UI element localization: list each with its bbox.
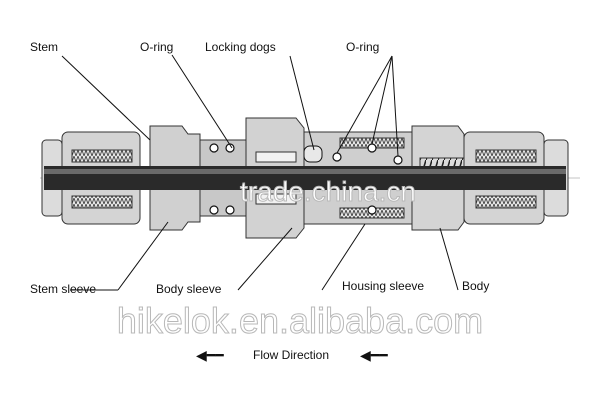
flow-direction: ◀━━ Flow Direction ◀━━	[0, 346, 600, 366]
leader-oring-right-b	[371, 55, 393, 145]
leader-oring-left	[171, 54, 233, 149]
leader-oring-right-c	[391, 55, 399, 157]
flow-passage-highlight	[44, 169, 566, 174]
label-body: Body	[462, 279, 490, 293]
label-o-ring-left: O-ring	[140, 40, 174, 54]
leader-lines	[61, 54, 459, 291]
flow-direction-text: Flow Direction	[253, 348, 330, 362]
leader-housing-sleeve	[321, 223, 366, 291]
label-stem: Stem	[30, 40, 59, 54]
leader-oring-right-a	[336, 55, 393, 154]
label-stem-sleeve: Stem sleeve	[30, 282, 97, 296]
flow-arrow-right-icon: ◀━━	[360, 347, 388, 363]
leader-body	[439, 227, 459, 291]
label-locking-dogs: Locking dogs	[205, 40, 276, 54]
leader-locking-dogs	[289, 55, 315, 151]
leader-stem-sleeve-b	[117, 221, 169, 291]
label-body-sleeve: Body sleeve	[156, 282, 222, 296]
flow-arrow-left-icon: ◀━━	[196, 347, 224, 363]
label-o-ring-right: O-ring	[346, 40, 380, 54]
leader-stem	[61, 55, 151, 141]
leader-body-sleeve	[237, 227, 293, 291]
label-housing-sleeve: Housing sleeve	[342, 279, 425, 293]
o-rings	[209, 143, 403, 215]
locking-dog	[303, 145, 323, 163]
